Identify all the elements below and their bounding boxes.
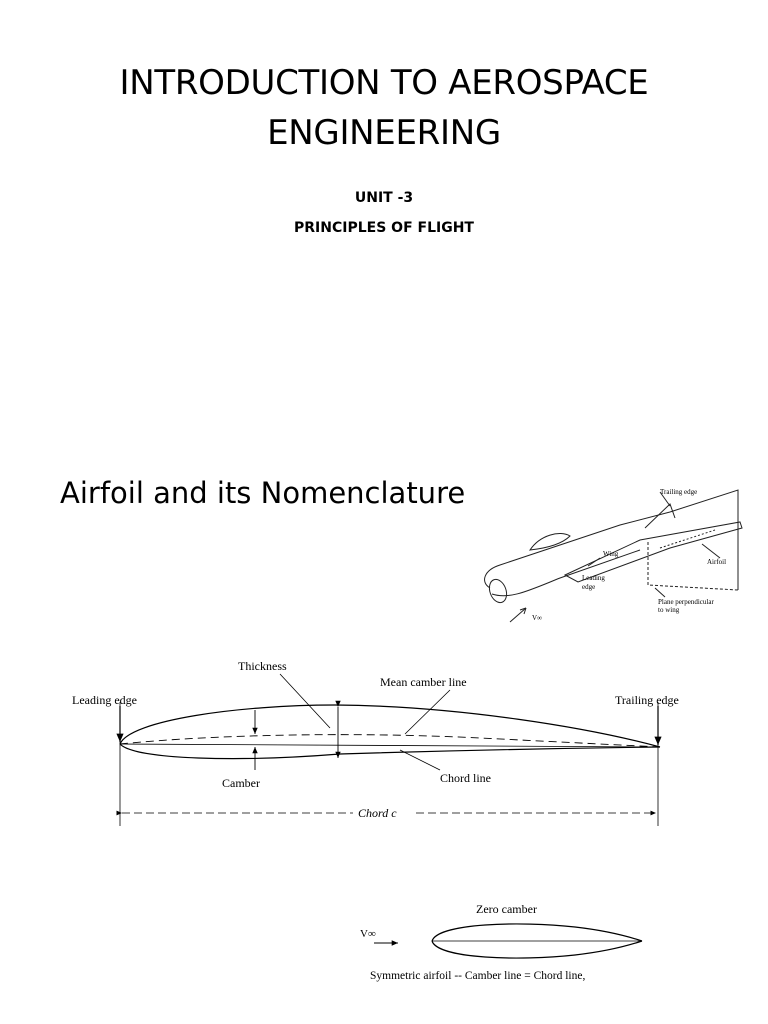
symmetric-airfoil-diagram: Zero camber V∞ Symmetric airfoil -- Camb… <box>360 902 643 982</box>
title-line-1: INTRODUCTION TO AEROSPACE <box>119 63 649 103</box>
wing-leading-edge-label-2: edge <box>582 583 595 591</box>
wing-trailing-edge-label: Trailing edge <box>660 488 697 496</box>
page-title: INTRODUCTION TO AEROSPACE ENGINEERING <box>0 58 768 158</box>
thickness-label: Thickness <box>238 659 287 673</box>
unit-label: UNIT -3 <box>354 190 414 206</box>
symmetric-freestream-label: V∞ <box>360 928 376 940</box>
airfoil-nomenclature-diagram: Thickness Mean camber line Leading edge … <box>72 659 679 826</box>
wing-leading-edge-label-1: Leading <box>582 574 605 582</box>
wing-freestream-label: V∞ <box>532 614 542 622</box>
topic-label: PRINCIPLES OF FLIGHT <box>294 220 474 236</box>
chord-line-label: Chord line <box>440 771 491 785</box>
section-heading: Airfoil and its Nomenclature <box>60 476 466 510</box>
wing-airfoil-label: Airfoil <box>707 558 726 566</box>
wing-plane-label-2: to wing <box>658 606 680 614</box>
leading-edge-label: Leading edge <box>72 693 137 707</box>
symmetric-caption: Symmetric airfoil -- Camber line = Chord… <box>370 970 585 982</box>
camber-label: Camber <box>222 776 260 790</box>
wing-plane-label-1: Plane perpendicular <box>658 598 714 606</box>
wing-label: Wing <box>603 550 619 558</box>
zero-camber-label: Zero camber <box>476 902 537 916</box>
chord-label: Chord c <box>358 806 397 820</box>
wing-diagram: Trailing edge Wing Airfoil Leading edge … <box>484 488 743 623</box>
trailing-edge-label: Trailing edge <box>615 693 679 707</box>
mean-camber-line-label: Mean camber line <box>380 675 467 689</box>
title-line-2: ENGINEERING <box>267 113 501 153</box>
